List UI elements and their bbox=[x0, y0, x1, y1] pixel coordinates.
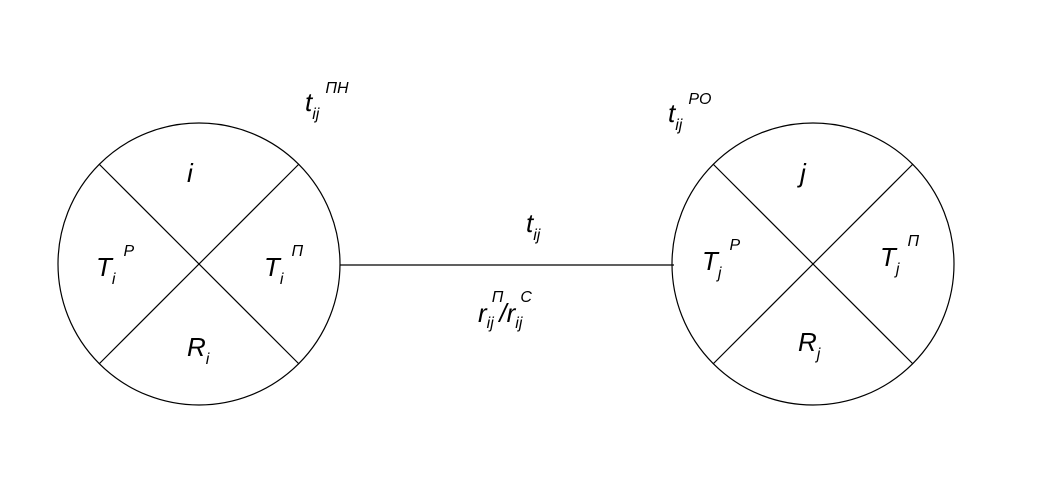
edge-duration-label: tij bbox=[526, 208, 541, 244]
node-i-left-label: TiР bbox=[96, 243, 134, 288]
node-i-top-label: i bbox=[187, 158, 194, 188]
node-j-bottom-label: Rj bbox=[798, 327, 821, 363]
node-j-right-label: TjП bbox=[880, 233, 919, 278]
node-i: i TiР TiП Ri bbox=[57, 122, 341, 406]
node-j-top-label: j bbox=[797, 158, 807, 188]
node-i-divider-2 bbox=[98, 163, 300, 365]
node-j-left-label: TjР bbox=[702, 237, 740, 282]
t-ro-label: tijРО bbox=[668, 91, 711, 134]
t-pn-label: tijПН bbox=[305, 80, 349, 123]
node-j: j TjР TjП Rj bbox=[671, 122, 955, 406]
node-i-circle bbox=[57, 122, 341, 406]
node-i-right-label: TiП bbox=[264, 243, 303, 288]
edge-resource-label: rijП/rijС bbox=[478, 289, 532, 332]
node-j-divider-2 bbox=[712, 163, 914, 365]
node-i-bottom-label: Ri bbox=[187, 332, 210, 368]
node-j-circle bbox=[671, 122, 955, 406]
